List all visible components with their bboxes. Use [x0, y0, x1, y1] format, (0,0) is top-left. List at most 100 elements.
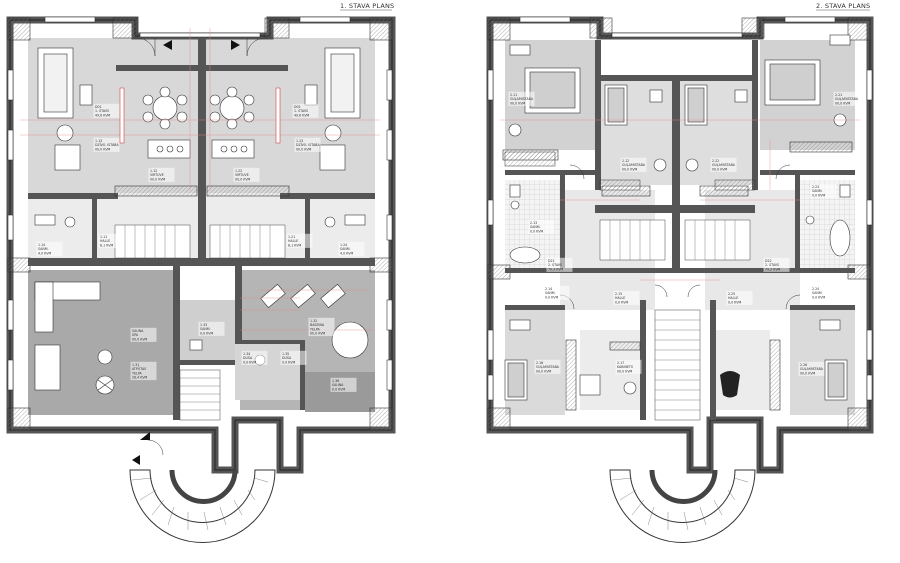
room-label-line: HALLE: [288, 239, 298, 243]
room-label-line: D21: [548, 259, 555, 263]
room-label-line: KABINETS: [617, 365, 633, 369]
room-label-line: 00,0 KVM: [132, 337, 148, 341]
room-label-line: 49,6 KVM: [294, 113, 310, 117]
room-label-box: [308, 317, 335, 337]
room-label-line: 00,0 KVM: [235, 177, 251, 181]
room-label-box: [615, 359, 642, 374]
room-label-line: DUŠA: [282, 355, 292, 360]
room-label-line: D22: [765, 259, 772, 263]
room-label-line: 0,0 KVM: [812, 193, 825, 197]
room-label-box: [330, 377, 357, 392]
room-label-line: D01: [95, 105, 102, 109]
room-label-box: [710, 157, 737, 172]
room-label-line: 1.14: [38, 243, 45, 247]
room-label-line: GUĻAMISTABA: [536, 365, 560, 369]
room-label-box: [292, 103, 319, 118]
room-label-box: [508, 91, 535, 106]
room-label-line: HALLE: [100, 239, 110, 243]
room-label-line: SANM.: [530, 225, 541, 229]
room-label-box: [198, 321, 225, 336]
room-label-line: VIRTUVE: [150, 173, 164, 177]
room-label-line: 2.17: [617, 361, 624, 365]
room-label-box: [810, 285, 837, 300]
room-label-line: 2.12: [622, 159, 629, 163]
room-label-line: 1.32: [310, 319, 317, 323]
room-label-line: 8,1 KVM: [100, 243, 113, 247]
room-label-line: SAUNA: [132, 329, 144, 333]
room-label-line: 0,0 KVM: [530, 229, 543, 233]
room-label-line: 00,0 KVM: [150, 177, 166, 181]
room-label-box: [148, 167, 175, 182]
room-label-line: 00,0 KVM: [800, 371, 816, 375]
room-label-line: 1.12: [150, 169, 157, 173]
floor1-plan: [6, 16, 396, 543]
room-label-line: TELPA: [132, 371, 143, 375]
room-label-line: SANM.: [812, 189, 823, 193]
room-label-line: SANM.: [812, 291, 823, 295]
room-label-box: [294, 137, 321, 152]
room-label-box: [613, 290, 640, 305]
room-label-line: 0,0 KVM: [332, 387, 345, 391]
room-label-line: 79,3 KVM: [548, 267, 564, 271]
room-label-line: 00,0 KVM: [835, 101, 851, 105]
room-label-line: HALLE: [615, 296, 625, 300]
room-label-line: 00,0 KVM: [617, 369, 633, 373]
room-label-line: TELPA: [310, 327, 321, 331]
room-label-line: 2.22: [712, 159, 719, 163]
room-label-line: 1. STAVS: [294, 109, 308, 113]
room-label-line: 79,2 KVM: [765, 267, 781, 271]
room-label-line: 1.34: [243, 352, 250, 356]
room-label-line: VIRTUVE: [235, 173, 249, 177]
room-label-line: 0,0 KVM: [200, 331, 213, 335]
room-label-line: 1.23: [296, 139, 303, 143]
room-label-line: 2.23: [812, 185, 819, 189]
room-label-box: [98, 233, 125, 248]
room-label-box: [534, 359, 561, 374]
floor2-title: 2. STAVA PLANS: [816, 2, 870, 10]
room-label-box: [286, 233, 313, 248]
room-label-line: 2.11: [510, 93, 517, 97]
room-label-line: 0,0 KVM: [728, 300, 741, 304]
floor2-plan: [486, 16, 874, 543]
room-label-line: SANM.: [200, 327, 211, 331]
room-label-line: GUĻAMISTABA: [800, 367, 824, 371]
room-label-box: [130, 327, 157, 342]
room-label-box: [241, 350, 268, 365]
room-label-line: 00,0 KVM: [712, 167, 728, 171]
room-label-box: [93, 103, 120, 118]
room-label-line: ATPŪTAS: [132, 366, 146, 371]
room-label-line: 0,0 KVM: [282, 360, 295, 364]
room-label-box: [763, 257, 790, 272]
room-label-box: [833, 91, 860, 106]
room-label-line: 2.25: [728, 292, 735, 296]
room-label-line: GUĻAMISTABA: [712, 163, 736, 167]
room-label-line: 00,0 KVM: [310, 332, 326, 336]
room-label-line: 1.35: [282, 352, 289, 356]
room-label-box: [338, 241, 365, 256]
room-label-box: [726, 290, 753, 305]
room-label-line: 2.15: [615, 292, 622, 296]
room-label-line: DZĪVO. ISTABA: [296, 142, 320, 147]
room-label-line: 2.13: [530, 221, 537, 225]
room-label-line: 2.16: [536, 361, 543, 365]
room-label-line: 2.26: [800, 363, 807, 367]
room-label-line: DUŠA: [243, 355, 253, 360]
room-label-line: 2. STAVS: [765, 263, 779, 267]
room-label-line: GUĻAMISTABA: [510, 97, 534, 101]
room-label-line: 00,0 KVM: [536, 369, 552, 373]
room-label-line: SANM.: [340, 247, 351, 251]
room-label-line: 2.21: [835, 93, 842, 97]
room-label-line: 0,0 KVM: [545, 295, 558, 299]
room-label-line: 0,0 KVM: [243, 360, 256, 364]
room-label-line: SPA: [132, 333, 139, 337]
room-label-box: [620, 157, 647, 172]
room-label-line: SANM.: [545, 291, 556, 295]
room-label-line: SAUNA: [332, 383, 344, 387]
room-label-line: 00,0 KVM: [296, 147, 312, 151]
room-label-line: HALLE: [728, 296, 738, 300]
room-label-line: 4,0 KVM: [340, 251, 353, 255]
room-label-line: GUĻAMISTABA: [622, 163, 646, 167]
